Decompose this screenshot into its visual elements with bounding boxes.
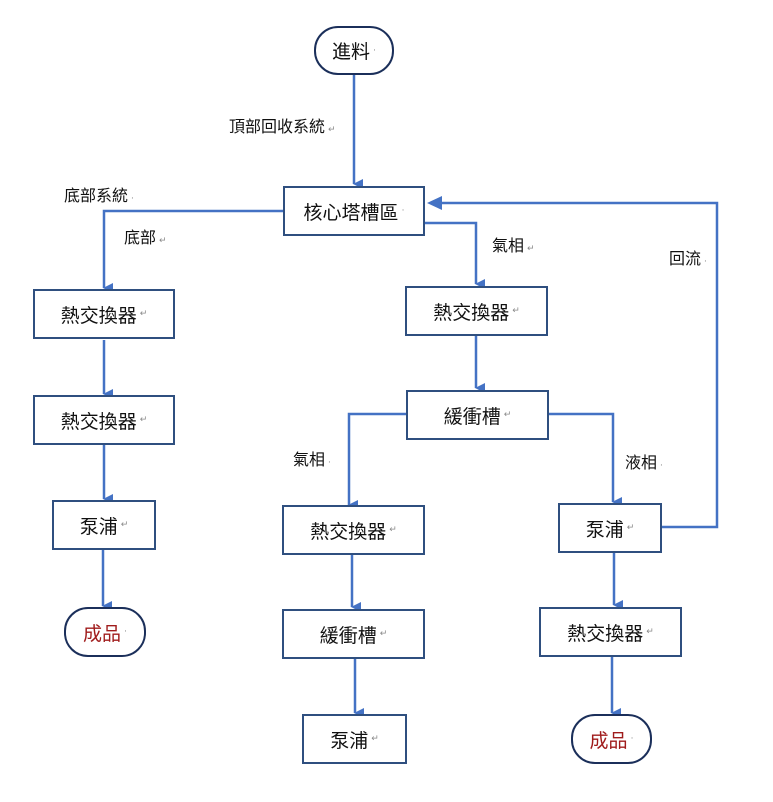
para-mark: ↵ — [371, 734, 379, 744]
para-mark: · — [401, 206, 405, 216]
label-text: 回流 — [669, 249, 702, 268]
buffer-mid-box: 緩衝槽↵ — [406, 390, 549, 440]
para-mark: ↵ — [120, 520, 129, 530]
label-text: 頂部回收系統 — [229, 117, 326, 136]
core-tower-label: 核心塔槽區 — [303, 201, 399, 224]
para-mark: ↵ — [626, 523, 635, 533]
para-mark: ↵ — [139, 415, 148, 425]
hx-mid-label: 熱交換器 — [433, 301, 510, 324]
feed-terminal: 進料· — [314, 26, 394, 75]
core-tower-box: 核心塔槽區· — [283, 186, 425, 236]
label-text: 氣相 — [492, 236, 525, 255]
label-bottom: 底部↵ — [124, 224, 167, 248]
para-mark: · — [328, 458, 331, 468]
para-mark: ↵ — [646, 627, 654, 637]
para-mark: ↵ — [389, 525, 397, 535]
label-vapor-2: 氣相· — [293, 446, 331, 470]
hx-liquid-box: 熱交換器↵ — [539, 607, 682, 657]
label-text: 氣相 — [293, 450, 326, 469]
edge-buffer-mid-hx-vapor — [347, 412, 407, 510]
hx-left-1-box: 熱交換器↵ — [33, 289, 175, 339]
para-mark: · — [373, 45, 376, 56]
product-left-label: 成品 — [83, 622, 122, 645]
para-mark: · — [124, 627, 127, 637]
label-bottom-system: 底部系統· — [64, 182, 134, 206]
para-mark: ↵ — [512, 306, 520, 316]
hx-vapor-box: 熱交換器↵ — [282, 505, 425, 555]
buffer-vapor-box: 緩衝槽↵ — [282, 609, 425, 659]
para-mark: ↵ — [159, 236, 167, 246]
hx-liquid-label: 熱交換器 — [567, 622, 644, 645]
label-text: 液相 — [625, 453, 658, 472]
pump-vapor-label: 泵浦 — [330, 729, 369, 752]
edge-core-hx-mid — [425, 221, 485, 289]
label-liquid: 液相· — [625, 449, 663, 473]
label-vapor-1: 氣相↵ — [492, 232, 535, 256]
para-mark: ↵ — [527, 244, 535, 254]
para-mark: ↵ — [139, 309, 148, 319]
para-mark: · — [704, 257, 707, 267]
hx-vapor-label: 熱交換器 — [310, 520, 387, 543]
edge-reflux-loop — [440, 201, 719, 529]
label-text: 底部 — [124, 228, 157, 247]
para-mark: ↵ — [503, 410, 512, 420]
label-text: 底部系統 — [64, 186, 129, 205]
reflux-arrowhead — [427, 196, 442, 210]
hx-left-1-label: 熱交換器 — [60, 304, 137, 327]
hx-left-2-label: 熱交換器 — [60, 410, 137, 433]
label-top-recovery: 頂部回收系統↵ — [229, 113, 336, 137]
product-right-terminal: 成品· — [571, 714, 652, 764]
pump-liquid-label: 泵浦 — [585, 518, 624, 541]
pump-liquid-box: 泵浦↵ — [558, 503, 662, 553]
product-left-terminal: 成品· — [64, 607, 146, 657]
pump-left-label: 泵浦 — [79, 515, 118, 538]
para-mark: · — [660, 461, 663, 471]
buffer-mid-label: 緩衝槽 — [443, 405, 501, 428]
label-reflux: 回流· — [669, 245, 707, 269]
hx-left-2-box: 熱交換器↵ — [33, 395, 175, 445]
pump-left-box: 泵浦↵ — [52, 500, 156, 550]
hx-mid-box: 熱交換器↵ — [405, 286, 548, 336]
para-mark: ↵ — [328, 125, 336, 135]
product-right-label: 成品 — [589, 729, 628, 752]
edge-buffer-mid-pump-liquid — [548, 412, 622, 507]
edge-core-hx-left-1 — [102, 209, 283, 293]
para-mark: · — [630, 734, 634, 744]
feed-label: 進料 — [332, 41, 371, 63]
buffer-vapor-label: 緩衝槽 — [319, 624, 377, 647]
pump-vapor-box: 泵浦↵ — [302, 714, 407, 764]
para-mark: ↵ — [379, 629, 388, 639]
para-mark: · — [131, 194, 134, 204]
